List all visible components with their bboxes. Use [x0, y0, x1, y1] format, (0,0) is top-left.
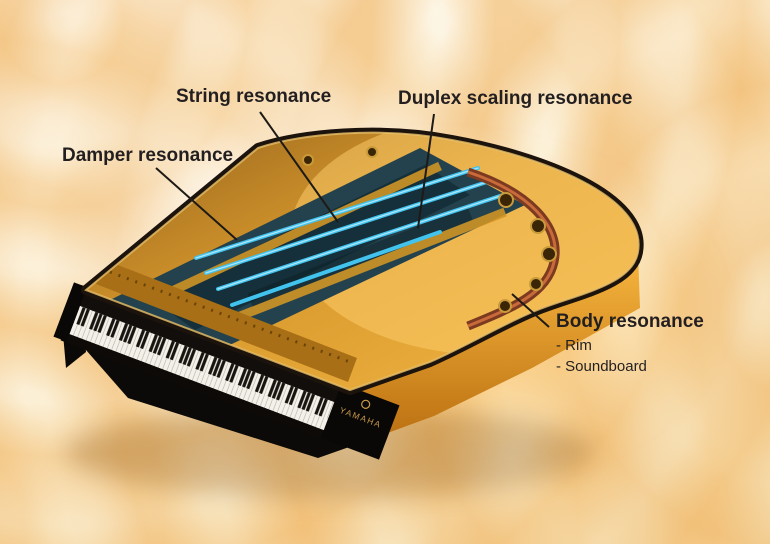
leader-line-body — [511, 293, 550, 328]
key-slip — [60, 331, 334, 443]
cheek-block-right — [321, 383, 400, 460]
rim-inner-edge — [84, 131, 640, 392]
leader-line-string — [259, 111, 339, 223]
string-resonance-strings — [194, 166, 505, 307]
piano-keyboard: YAMAHA — [53, 282, 400, 460]
plate-holes — [302, 146, 557, 313]
string-bed-shadow — [150, 165, 470, 330]
black-keys — [74, 306, 334, 419]
label-damper-resonance: Damper resonance — [62, 145, 234, 166]
label-string-resonance: String resonance — [176, 86, 332, 107]
leader-line-damper — [155, 167, 238, 241]
plate-strut — [223, 207, 507, 327]
label-body-soundboard: - Soundboard — [556, 358, 647, 375]
yamaha-emblem-icon — [361, 399, 371, 409]
body-resonance-label-group: Body resonance - Rim - Soundboard — [556, 311, 704, 375]
label-body-resonance: Body resonance — [556, 311, 704, 332]
label-duplex-scaling-resonance: Duplex scaling resonance — [398, 88, 633, 109]
leader-line-duplex — [417, 113, 435, 229]
cheek-block-left — [53, 282, 88, 342]
label-body-rim: - Rim — [556, 337, 592, 354]
